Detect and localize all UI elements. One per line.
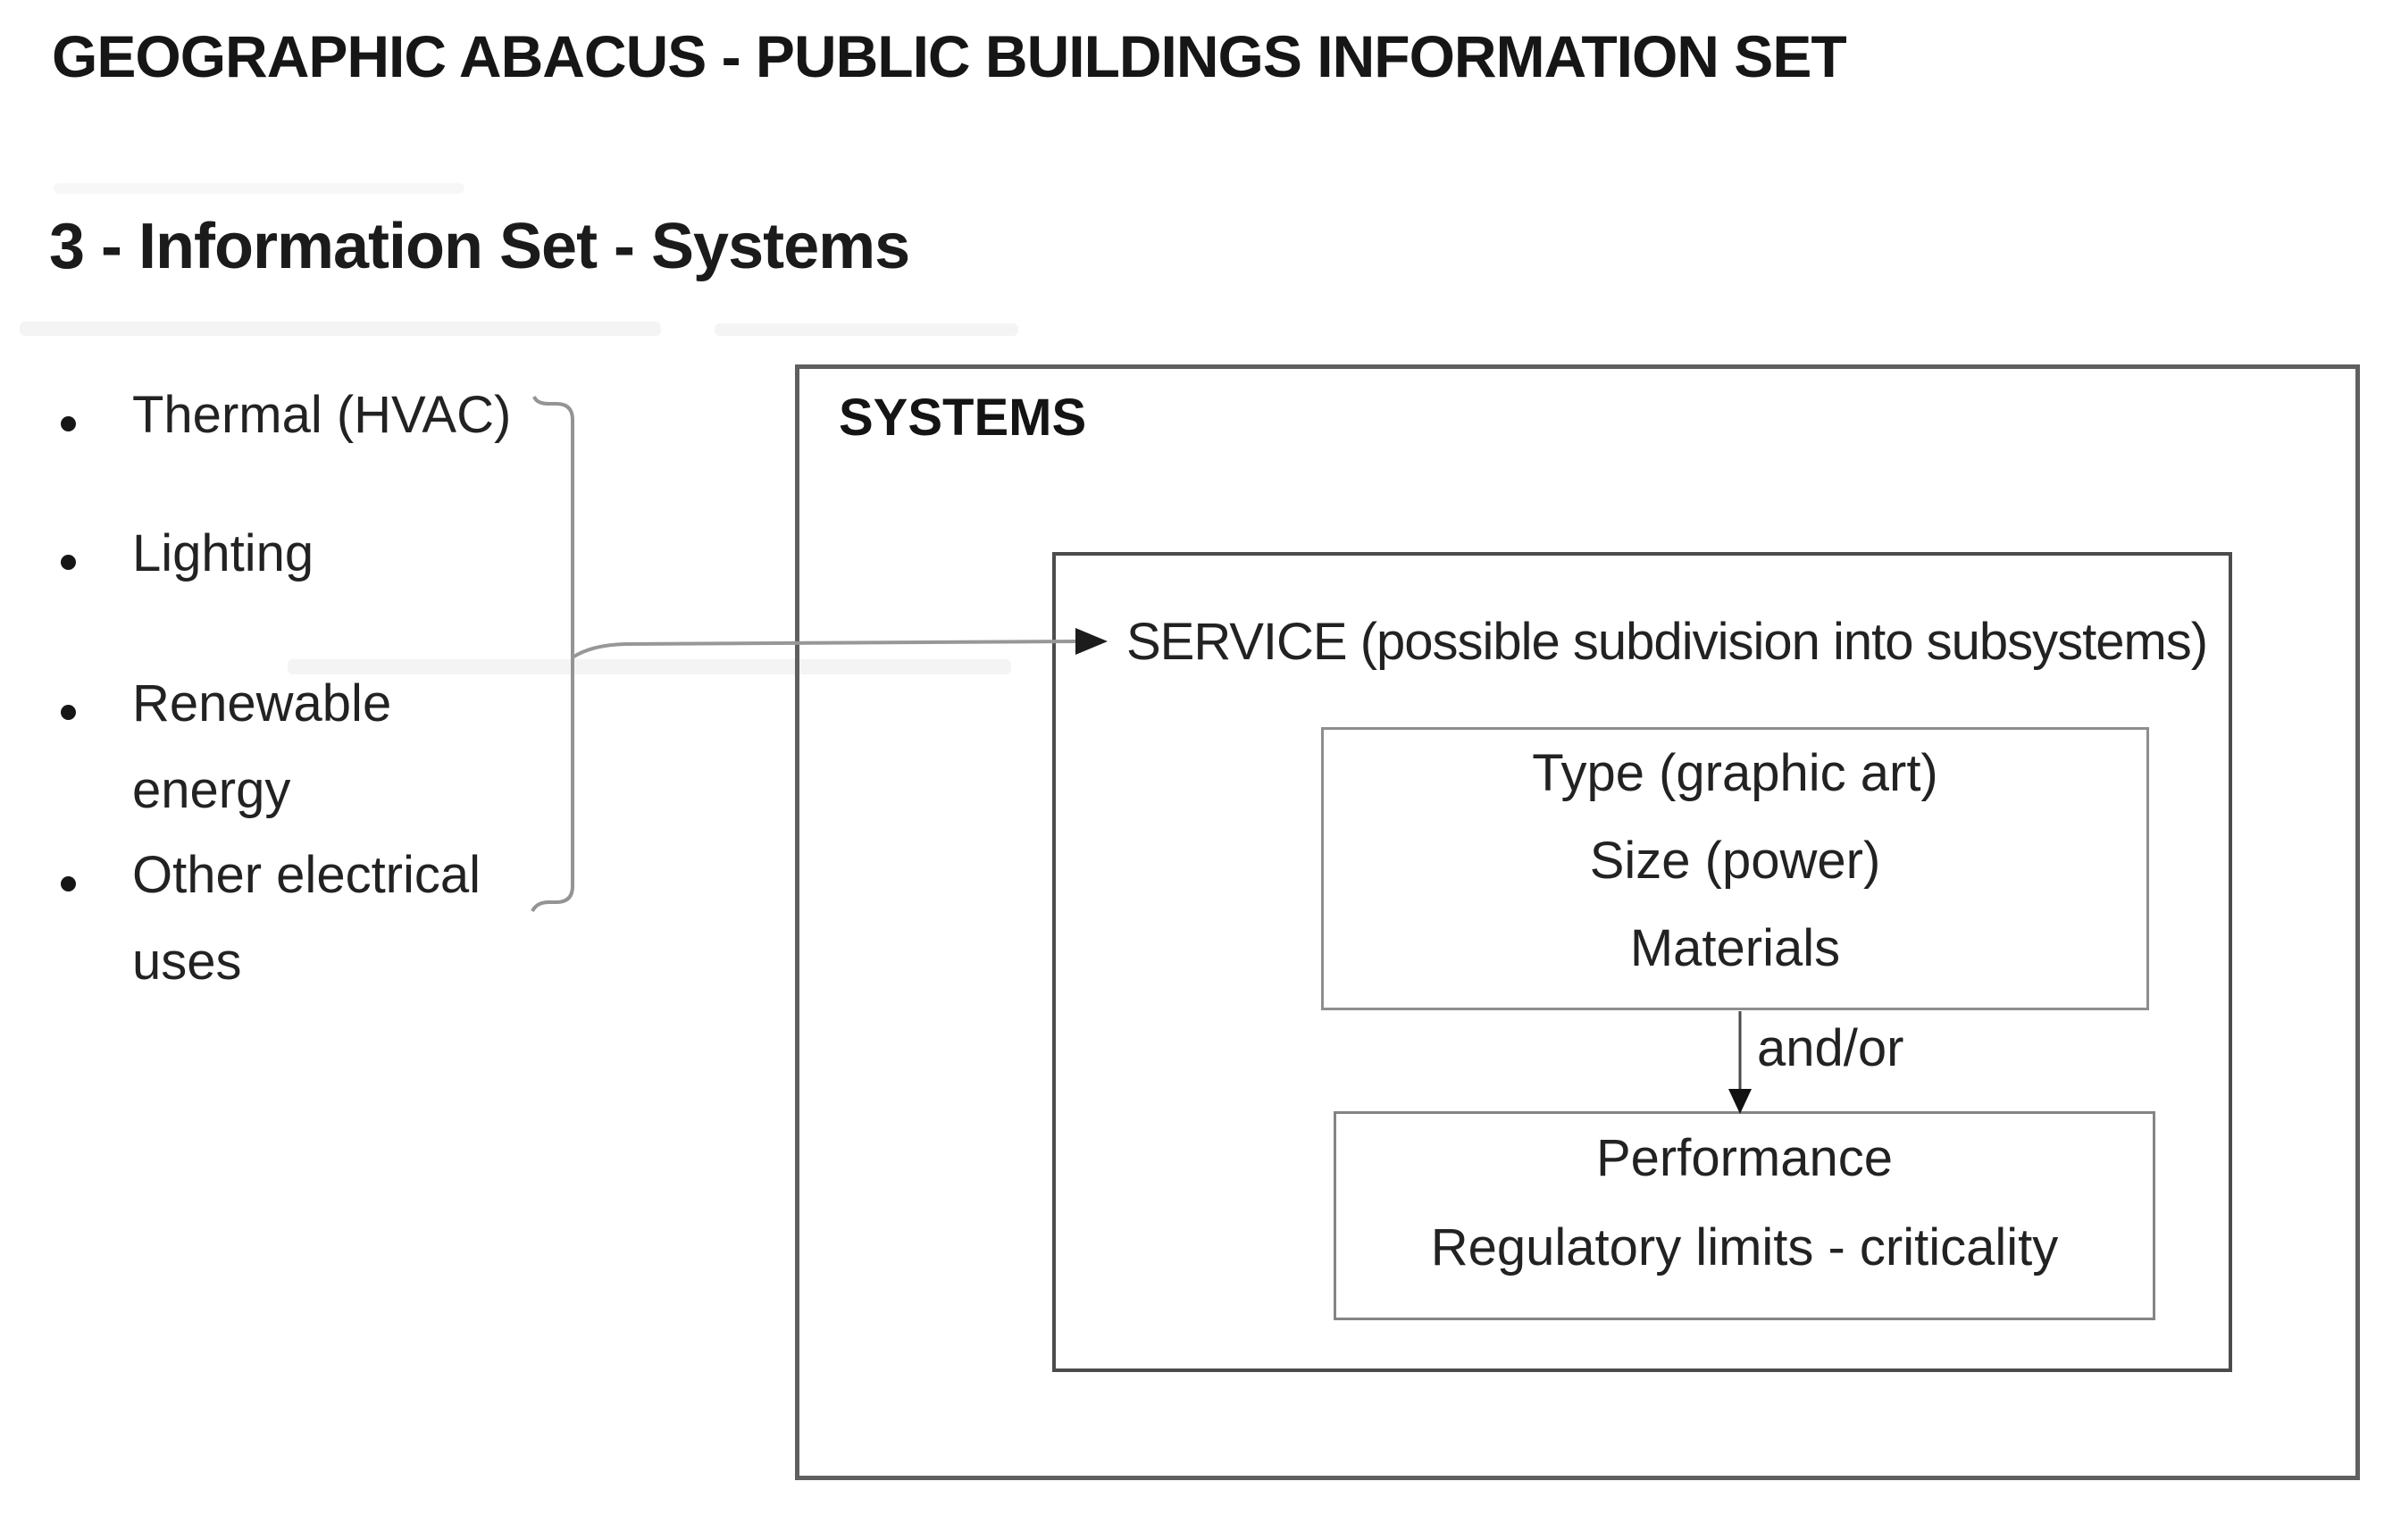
bullet-dot — [61, 416, 76, 431]
bullet-line: Other electrical — [132, 846, 481, 904]
page-title: GEOGRAPHIC ABACUS - PUBLIC BUILDINGS INF… — [52, 23, 1847, 89]
andor-label: and/or — [1757, 1019, 1904, 1077]
bullet-line: Lighting — [132, 524, 314, 582]
bullet-dot — [61, 705, 76, 720]
performance-line: Regulatory limits - criticality — [1430, 1218, 2059, 1276]
bullet-item: Thermal (HVAC) — [60, 372, 596, 458]
bullet-item: Renewable energy — [60, 660, 596, 833]
bullet-item: Lighting — [60, 510, 596, 597]
systems-label: SYSTEMS — [839, 389, 1087, 447]
bullet-line: uses — [132, 933, 242, 991]
bullet-item: Other electrical uses — [60, 832, 596, 1005]
bullet-line: Thermal (HVAC) — [132, 386, 512, 444]
bullet-line: Renewable — [132, 674, 392, 732]
bullet-line: energy — [132, 761, 291, 819]
section-heading: 3 - Information Set - Systems — [49, 211, 910, 282]
service-label: SERVICE (possible subdivision into subsy… — [1126, 613, 2208, 671]
performance-line: Performance — [1595, 1129, 1894, 1187]
scan-artifact — [20, 322, 661, 336]
bullet-dot — [61, 555, 76, 570]
scan-artifact — [288, 659, 1011, 674]
attribute-line: Size (power) — [1589, 832, 1881, 890]
scan-artifact — [715, 323, 1018, 336]
scan-artifact — [54, 183, 464, 194]
attribute-line: Type (graphic art) — [1532, 744, 1938, 802]
systems-box: SYSTEMS SERVICE (possible subdivision in… — [795, 364, 2360, 1480]
service-box: SERVICE (possible subdivision into subsy… — [1052, 552, 2232, 1372]
attributes-box: Type (graphic art) Size (power) Material… — [1321, 727, 2149, 1010]
performance-box: Performance Regulatory limits - critical… — [1334, 1111, 2155, 1320]
attribute-line: Materials — [1629, 919, 1841, 977]
bullet-dot — [61, 876, 76, 891]
